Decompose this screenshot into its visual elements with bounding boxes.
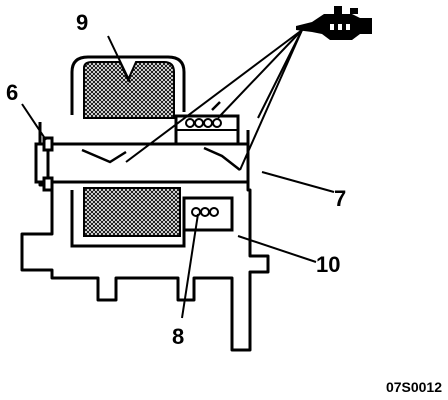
coil-bracket	[70, 190, 186, 248]
spring-upper	[185, 118, 222, 128]
lubrication-point-markers	[81, 101, 241, 171]
coil-winding-upper	[83, 61, 175, 119]
figure-code: 07S0012	[386, 379, 442, 395]
retaining-clip	[42, 136, 54, 192]
callout-9: 9	[76, 10, 88, 35]
spring-lower	[191, 207, 219, 217]
callout-6: 6	[6, 80, 18, 105]
coil-winding-lower	[83, 187, 181, 237]
plunger-shaft	[34, 142, 250, 184]
callout-leader-lines	[21, 35, 335, 319]
callout-8: 8	[172, 324, 184, 349]
callout-7: 7	[334, 186, 346, 211]
callout-10: 10	[316, 252, 340, 277]
lubrication-leader-lines	[125, 29, 303, 171]
gun-oil-can-icon	[296, 6, 372, 40]
